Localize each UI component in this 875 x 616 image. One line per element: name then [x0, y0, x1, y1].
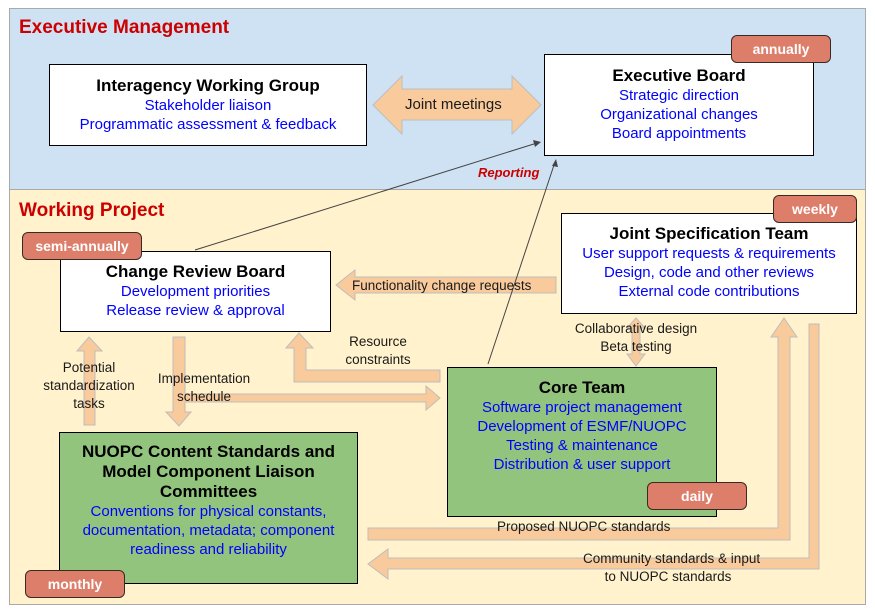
potential-tasks-line: Potential: [62, 360, 116, 375]
executive-management-title: Executive Management: [19, 17, 230, 38]
collaborative-label: Collaborative design Beta testing: [567, 320, 705, 356]
working-project-title: Working Project: [19, 200, 165, 221]
potential-tasks-label: Potential standardization tasks: [35, 359, 143, 413]
annually-badge: annually: [731, 35, 831, 63]
potential-tasks-line: standardization: [43, 378, 135, 393]
implementation-schedule-line: schedule: [176, 389, 232, 404]
weekly-badge: weekly: [773, 195, 857, 223]
implementation-schedule-line: Implementation: [157, 371, 251, 386]
community-standards-arrow: [367, 323, 820, 580]
joint-meetings-label: Joint meetings: [405, 96, 502, 113]
implementation-schedule-label: Implementation schedule: [150, 370, 258, 406]
reporting-arrowhead-core: [552, 159, 558, 167]
community-standards-line: to NUOPC standards: [604, 569, 732, 584]
core-item: Development of ESMF/NUOPC: [477, 418, 687, 435]
exec-board-title: Executive Board: [612, 66, 746, 85]
potential-tasks-line: tasks: [73, 396, 105, 411]
joint-specification-team-box: Joint Specification Team User support re…: [561, 213, 857, 314]
resource-constraints-line: constraints: [345, 352, 411, 367]
community-standards-line: Community standards & input: [583, 551, 761, 566]
jst-title: Joint Specification Team: [609, 224, 809, 243]
crb-item: Development priorities: [120, 283, 271, 300]
potential-tasks-arrow: [75, 336, 104, 426]
exec-board-item: Strategic direction: [618, 87, 740, 104]
nuopc-title: NUOPC Content Standards and: [81, 442, 336, 461]
iwg-item: Stakeholder liaison: [144, 97, 272, 114]
crb-item: Release review & approval: [106, 302, 285, 319]
joint-meetings-arrow: [372, 74, 542, 136]
resource-constraints-label: Resource constraints: [338, 333, 418, 369]
reporting-label: Reporting: [478, 165, 540, 180]
reporting-arrowhead-crb: [533, 140, 541, 147]
jst-item: Design, code and other reviews: [603, 264, 815, 281]
iwg-title: Interagency Working Group: [96, 76, 320, 95]
change-review-board-box: Change Review Board Development prioriti…: [60, 251, 331, 332]
exec-board-item: Organizational changes: [600, 106, 758, 123]
nuopc-item: readiness and reliability: [130, 541, 287, 558]
nuopc-item: Conventions for physical constants,: [90, 503, 327, 520]
nuopc-committees-box: NUOPC Content Standards and Model Compon…: [59, 432, 358, 584]
implementation-schedule-arrow: [164, 336, 441, 427]
core-item: Software project management: [481, 399, 683, 416]
crb-title: Change Review Board: [105, 262, 286, 281]
collaborative-line: Beta testing: [600, 339, 672, 354]
collaborative-line: Collaborative design: [574, 321, 698, 336]
resource-constraints-arrow: [284, 332, 441, 383]
proposed-standards-arrow: [367, 317, 798, 541]
jst-item: External code contributions: [618, 283, 800, 300]
core-title: Core Team: [538, 378, 626, 397]
core-item: Distribution & user support: [493, 456, 671, 473]
executive-board-box: Executive Board Strategic direction Orga…: [544, 54, 814, 156]
exec-board-item: Board appointments: [611, 125, 747, 142]
nuopc-title: Model Component Liaison: [102, 462, 315, 481]
reporting-line-core: [487, 161, 556, 365]
proposed-standards-label: Proposed NUOPC standards: [497, 519, 671, 534]
monthly-badge: monthly: [25, 570, 125, 598]
reporting-line-crb: [194, 142, 538, 251]
iwg-item: Programmatic assessment & feedback: [79, 116, 337, 133]
collaborative-arrow: [625, 317, 647, 367]
functionality-change-arrow: [335, 268, 557, 302]
resource-constraints-line: Resource: [349, 334, 407, 349]
interagency-working-group-box: Interagency Working Group Stakeholder li…: [49, 64, 367, 146]
core-item: Testing & maintenance: [506, 437, 658, 454]
nuopc-title: Committees: [159, 482, 258, 501]
community-standards-label: Community standards & input to NUOPC sta…: [583, 550, 761, 586]
semi-annually-badge: semi-annually: [22, 232, 142, 260]
nuopc-item: documentation, metadata; component: [82, 522, 335, 539]
daily-badge: daily: [647, 482, 747, 510]
functionality-change-label: Functionality change requests: [352, 278, 532, 293]
jst-item: User support requests & requirements: [582, 245, 836, 262]
